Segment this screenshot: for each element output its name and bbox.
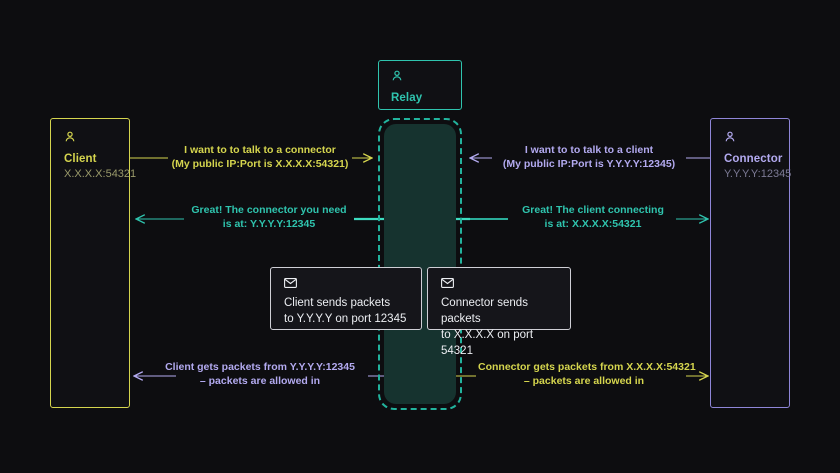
label-client-packets-in: Client gets packets from Y.Y.Y.Y:12345 –… — [154, 360, 366, 388]
label-line-2: (My public IP:Port is X.X.X.X:54321) — [171, 158, 349, 170]
packet-box-line-1: Connector sends packets — [441, 297, 528, 325]
label-line-2: (My public IP:Port is Y.Y.Y.Y:12345) — [502, 158, 676, 170]
packet-box-line-1: Client sends packets — [284, 297, 391, 309]
packet-box-client-send[interactable]: Client sends packets to Y.Y.Y.Y on port … — [270, 267, 422, 330]
label-client-request: I want to to talk to a connector (My pub… — [170, 143, 350, 171]
label-line-1: Great! The connector you need — [191, 204, 347, 216]
connector-title: Connector — [724, 153, 783, 165]
label-line-1: I want to to talk to a connector — [184, 144, 336, 156]
relay-title: Relay — [391, 92, 423, 104]
packet-box-connector-send[interactable]: Connector sends packets to X.X.X.X on po… — [427, 267, 571, 357]
envelope-icon — [284, 278, 297, 288]
label-line-1: Great! The client connecting — [522, 204, 664, 216]
client-title: Client — [64, 153, 97, 165]
label-client-response: Great! The connector you need is at: Y.Y… — [186, 203, 352, 231]
label-line-2: is at: X.X.X.X:54321 — [544, 218, 642, 230]
label-line-1: Client gets packets from Y.Y.Y.Y:12345 — [165, 361, 355, 373]
label-line-1: Connector gets packets from X.X.X.X:5432… — [478, 361, 696, 373]
label-line-2: – packets are allowed in — [199, 375, 321, 387]
person-icon — [725, 131, 735, 142]
label-line-1: I want to to talk to a client — [524, 144, 654, 156]
label-line-2: is at: Y.Y.Y.Y:12345 — [222, 218, 316, 230]
connector-address: Y.Y.Y.Y:12345 — [724, 168, 792, 180]
relay-node[interactable]: Relay — [378, 60, 462, 110]
client-address: X.X.X.X:54321 — [64, 168, 137, 180]
connector-node[interactable]: Connector Y.Y.Y.Y:12345 — [710, 118, 792, 408]
label-connector-response: Great! The client connecting is at: X.X.… — [510, 203, 676, 231]
packet-box-line-2: to X.X.X.X on port 54321 — [441, 329, 534, 357]
label-connector-packets-in: Connector gets packets from X.X.X.X:5432… — [478, 360, 696, 388]
person-icon — [65, 131, 75, 142]
client-node[interactable]: Client X.X.X.X:54321 — [50, 118, 137, 408]
packet-box-line-2: to Y.Y.Y.Y on port 12345 — [284, 313, 407, 325]
envelope-icon — [441, 278, 454, 288]
label-connector-request: I want to to talk to a client (My public… — [494, 143, 684, 171]
relay-region — [378, 118, 462, 410]
person-icon — [392, 70, 402, 81]
relay-region-fill — [384, 124, 456, 404]
label-line-2: – packets are allowed in — [523, 375, 645, 387]
